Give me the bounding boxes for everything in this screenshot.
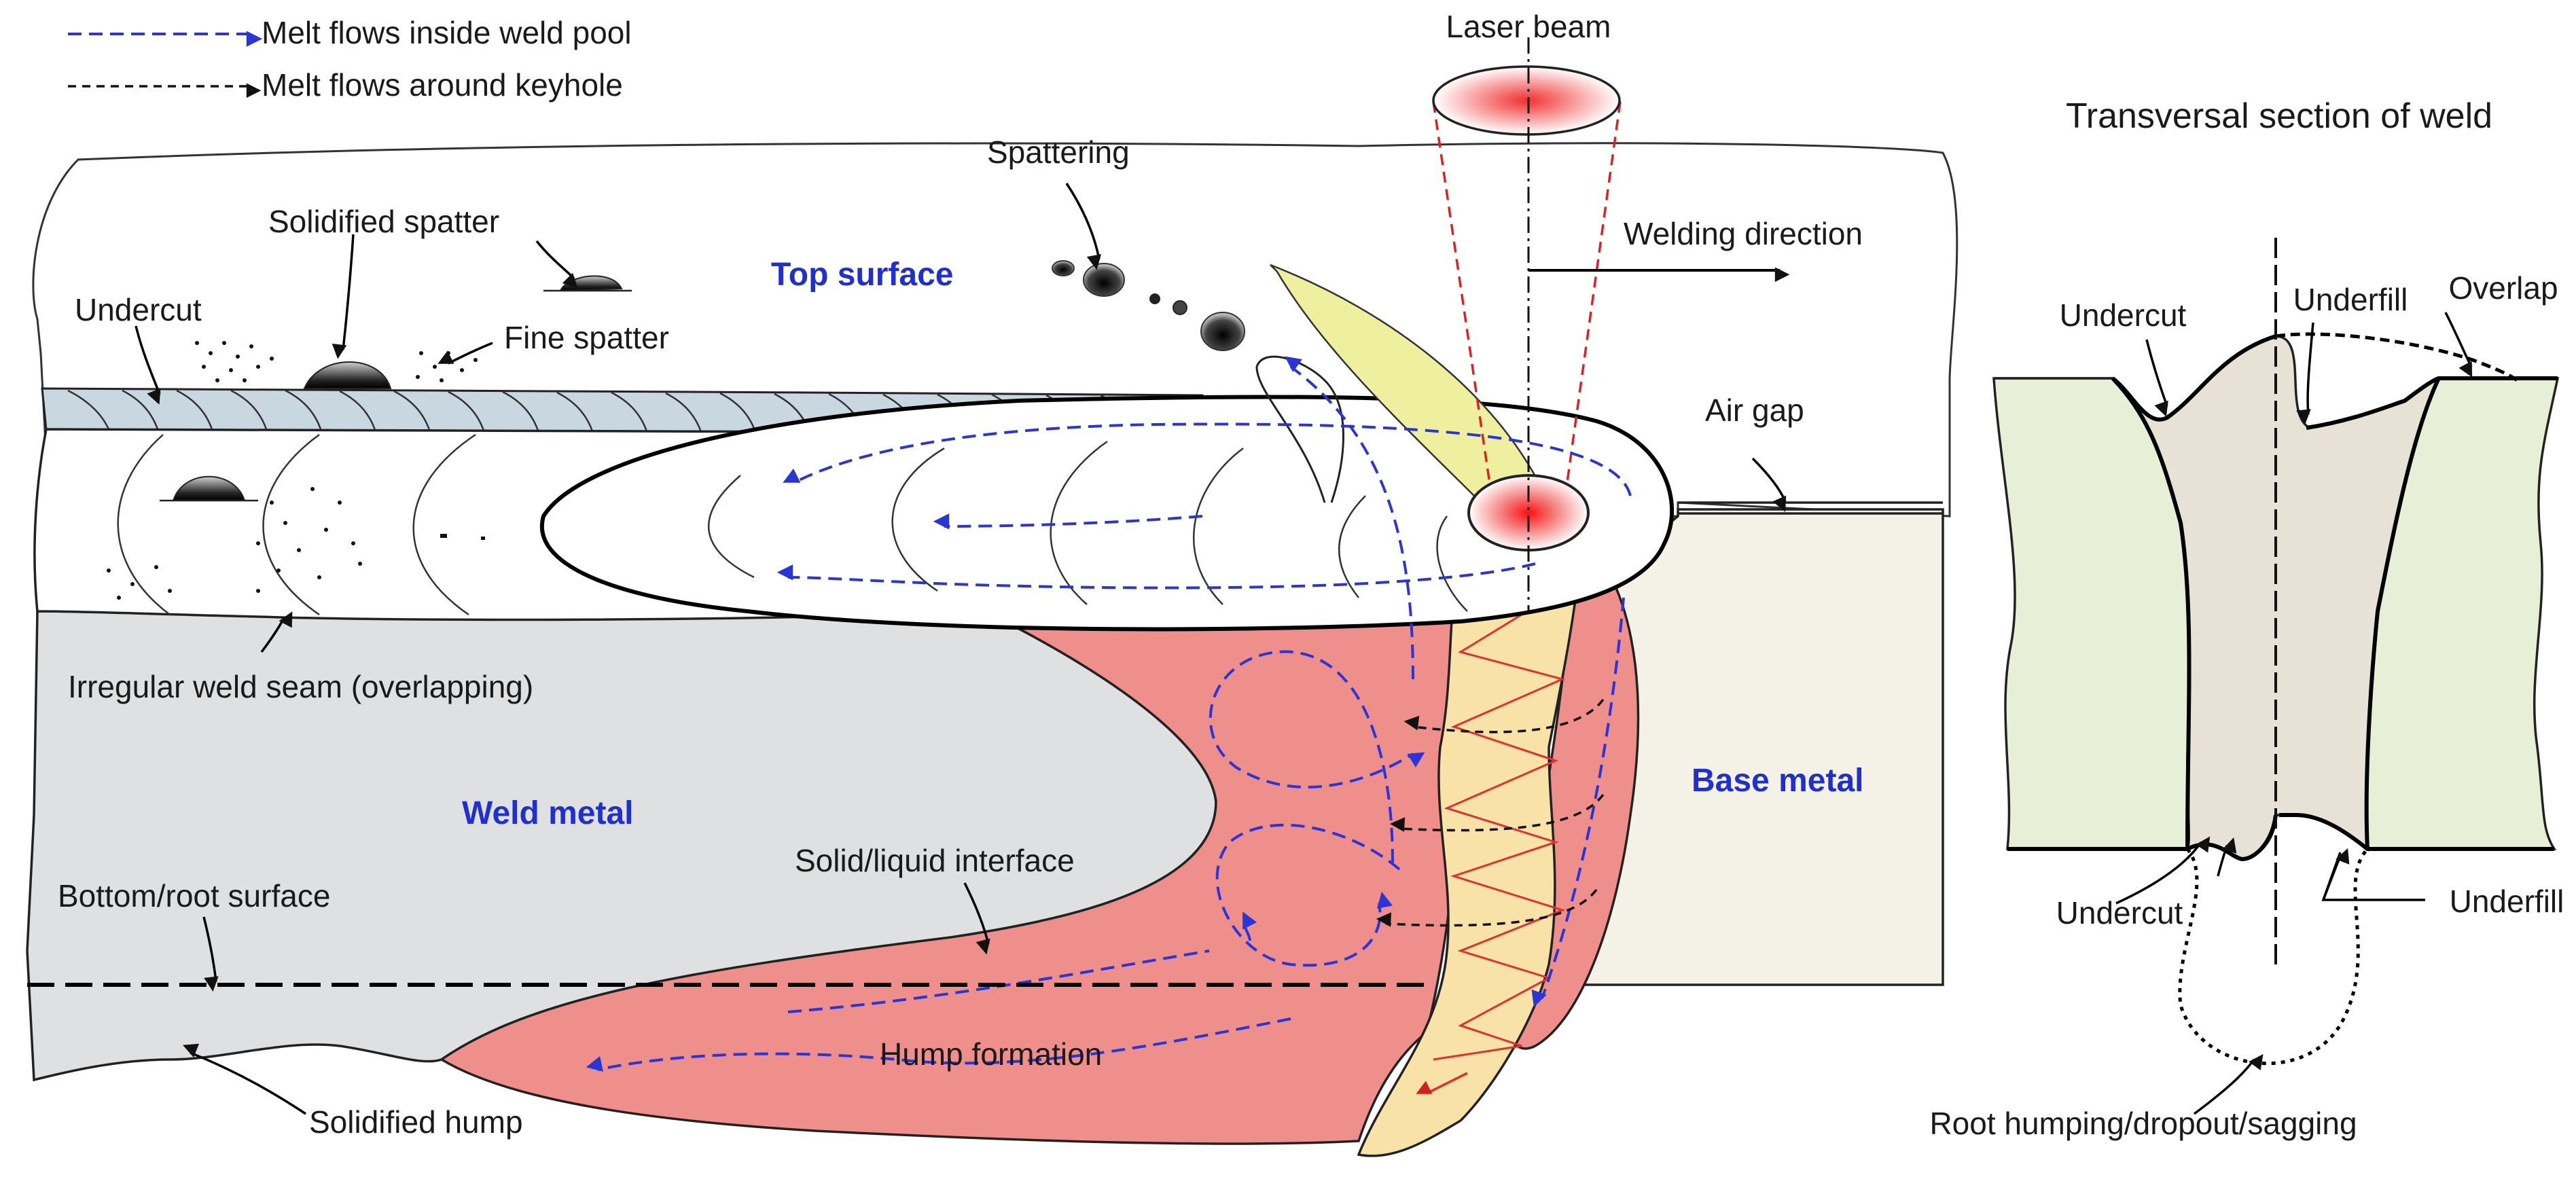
melt-pool-ripples (707, 440, 1468, 612)
section-label-undercut-top: Undercut (2060, 297, 2187, 333)
label-bottom-root: Bottom/root surface (58, 878, 330, 913)
legend-melt-inside: Melt flows inside weld pool (262, 15, 632, 50)
label-air-gap: Air gap (1705, 393, 1804, 428)
label-weld-metal: Weld metal (462, 795, 634, 831)
section-label-root: Root humping/dropout/sagging (1929, 1106, 2357, 1141)
section-root-dotted (2178, 848, 2369, 1066)
label-undercut: Undercut (75, 292, 202, 327)
spatter-dome-bead (172, 475, 246, 501)
label-laser-beam: Laser beam (1446, 9, 1611, 44)
label-spattering: Spattering (987, 134, 1130, 170)
bead-ripples (117, 433, 476, 616)
spatter-dome-seam (303, 361, 392, 389)
section-label-overlap: Overlap (2448, 270, 2558, 306)
laser-beam-top-ellipse (1432, 65, 1621, 136)
ejection-loop (1255, 355, 1344, 503)
legend-melt-around: Melt flows around keyhole (262, 67, 623, 103)
label-solid-liquid: Solid/liquid interface (795, 843, 1075, 878)
label-solidified-spatter: Solidified spatter (268, 204, 499, 239)
keyhole-column (1357, 535, 1584, 1157)
section-label-undercut-bottom: Undercut (2056, 895, 2183, 930)
label-top-surface: Top surface (771, 257, 954, 293)
label-irregular-seam: Irregular weld seam (overlapping) (68, 669, 533, 704)
transversal-section: Transversal section of weld Undercut Un (1929, 96, 2564, 1141)
melt-pool-top (540, 395, 1675, 632)
keyhole-red-arrow (1416, 1072, 1468, 1095)
laser-beam (1432, 37, 1622, 611)
section-label-underfill-bottom: Underfill (2450, 884, 2564, 919)
label-solidified-hump: Solidified hump (309, 1104, 523, 1140)
section-label-underfill-top: Underfill (2293, 282, 2408, 317)
section-overlap-dashed (2275, 332, 2518, 382)
label-welding-direction: Welding direction (1624, 216, 1863, 251)
spatter-particles (1052, 260, 1245, 351)
main-weld-view: Laser beam Spattering Solidified spatter… (26, 9, 1958, 1157)
label-fine-spatter: Fine spatter (504, 320, 669, 355)
leader-lines (135, 183, 1787, 1115)
section-title: Transversal section of weld (2066, 96, 2492, 136)
legend: Melt flows inside weld pool Melt flows a… (68, 15, 632, 103)
melt-flows-inside (586, 356, 1632, 1072)
label-hump-formation: Hump formation (880, 1036, 1102, 1072)
label-base-metal: Base metal (1692, 763, 1863, 799)
